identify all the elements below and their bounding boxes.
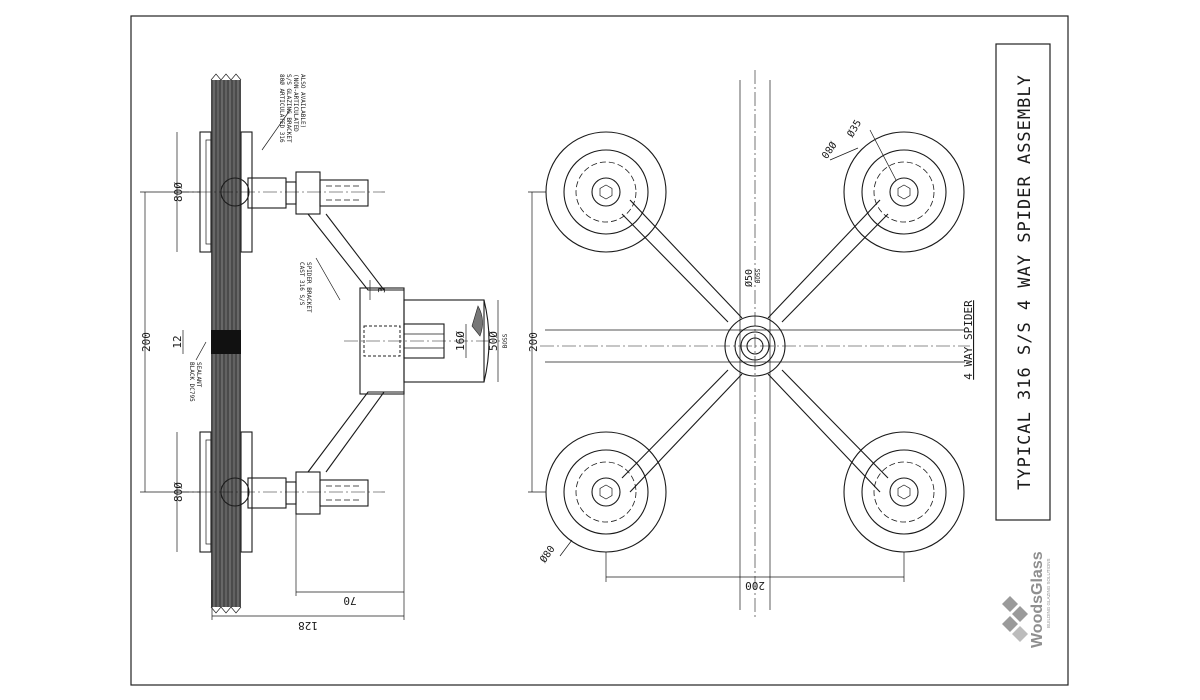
- spider-arm-side: [307, 213, 500, 473]
- drawing-border: [130, 15, 1069, 686]
- dim-depth-70: 70: [343, 594, 356, 607]
- plan-view: 200 200 Ø50 BOSS Ø80 Ø35 Ø80: [527, 70, 970, 620]
- label-boss-side: BOSS: [502, 333, 509, 348]
- svg-text:SEALANT: SEALANT: [195, 362, 202, 388]
- title-block: [995, 43, 1051, 521]
- disc-top-right: [843, 131, 965, 253]
- dim-depth-128: 128: [298, 619, 318, 632]
- svg-text:ALSO AVAILABLE): ALSO AVAILABLE): [299, 74, 306, 128]
- woodsglass-logo: WoodsGlass BUILDING GLAZING SOLUTIONS: [1002, 551, 1051, 648]
- dim-bolt: 16Ø: [454, 331, 467, 351]
- dim-plan-disc-bl: Ø80: [537, 543, 557, 565]
- sealant-joint: [211, 330, 241, 354]
- dim-offset: 3: [377, 287, 388, 293]
- logo-mark: [1002, 596, 1028, 642]
- view-label: 4 WAY SPIDER: [962, 300, 975, 380]
- svg-text:SPIDER BRACKET: SPIDER BRACKET: [305, 262, 312, 313]
- side-dimensions: [140, 109, 499, 620]
- disc-bottom-right: [843, 431, 965, 553]
- dim-boss: 50Ø: [487, 331, 500, 351]
- top-glazing-bracket: [175, 131, 385, 253]
- center-boss: [724, 315, 786, 377]
- svg-text:S/S GLAZING BRACKET: S/S GLAZING BRACKET: [285, 74, 292, 143]
- side-section-view: 200 80Ø 80Ø 12 16Ø 50Ø BOSS 3 70 128 80Ø…: [140, 73, 509, 632]
- spider-bracket-note: CAST 316 S/S SPIDER BRACKET: [298, 262, 312, 313]
- svg-text:(NON-ARTICULATED: (NON-ARTICULATED: [292, 74, 299, 132]
- dim-plan-hole-tr: Ø35: [845, 118, 864, 140]
- brand-tagline: BUILDING GLAZING SOLUTIONS: [1046, 558, 1051, 628]
- dim-plan-boss: Ø50: [743, 269, 755, 287]
- bracket-note: 80Ø ARTICULATED 316 S/S GLAZING BRACKET …: [278, 74, 306, 143]
- svg-text:80Ø ARTICULATED 316: 80Ø ARTICULATED 316: [278, 74, 285, 143]
- dim-joint: 12: [171, 335, 184, 348]
- dim-disc-bottom: 80Ø: [172, 482, 185, 502]
- svg-text:CAST 316 S/S: CAST 316 S/S: [298, 262, 305, 306]
- dim-plan-height: 200: [527, 332, 540, 352]
- disc-bottom-left: [545, 431, 667, 553]
- bottom-glazing-bracket: [175, 431, 385, 553]
- dim-disc-top: 80Ø: [172, 182, 185, 202]
- drawing-title: TYPICAL 316 S/S 4 WAY SPIDER ASSEMBLY: [1015, 74, 1035, 490]
- sealant-note: BLACK DC795 SEALANT: [188, 362, 202, 402]
- dim-plan-width: 200: [745, 579, 765, 592]
- plan-dimensions: [528, 129, 905, 582]
- disc-top-left: [545, 131, 667, 253]
- dim-overall-height: 200: [140, 332, 153, 352]
- svg-text:BLACK DC795: BLACK DC795: [188, 362, 195, 402]
- glass-panel: [210, 73, 242, 614]
- label-boss-plan: BOSS: [755, 268, 762, 283]
- brand-name: WoodsGlass: [1029, 551, 1046, 648]
- spider-arms-plan: [621, 199, 889, 493]
